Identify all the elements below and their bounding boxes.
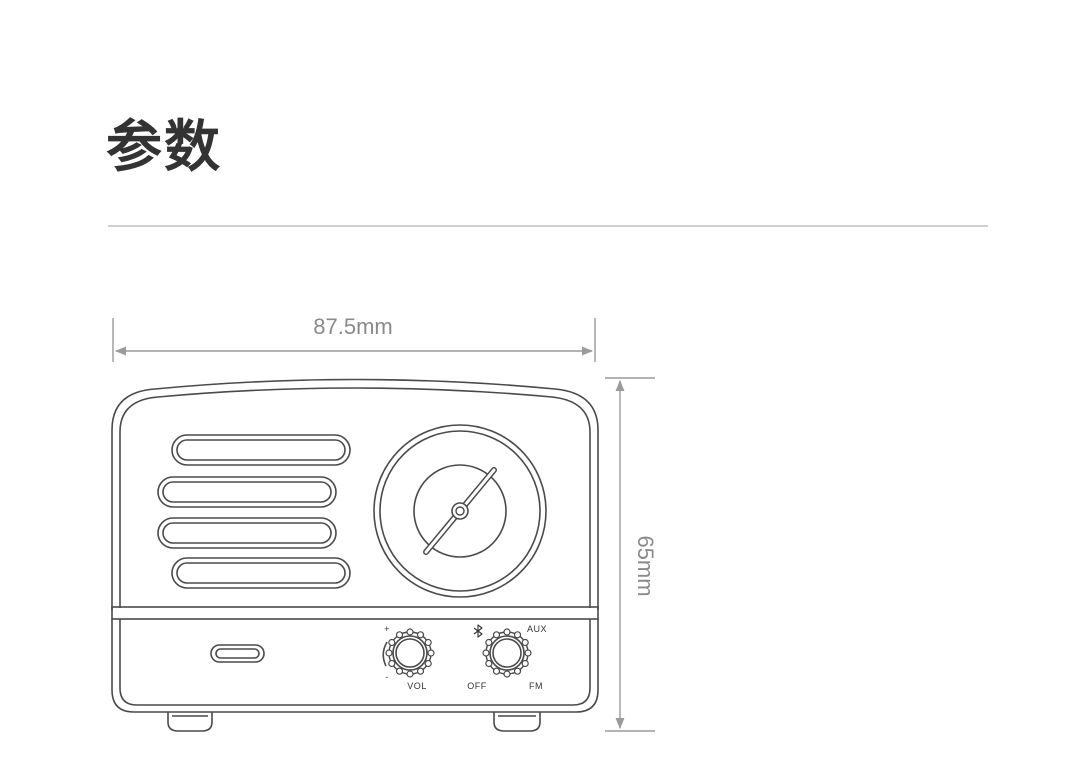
grille-slot-inner [162,481,332,503]
knob-cap [395,638,425,668]
page-title: 参数 [106,115,222,180]
tuning-dial [373,424,547,598]
knob-tooth [492,667,501,675]
knob-tooth [513,631,522,639]
foot-right [493,712,541,732]
knob-tooth [406,628,414,636]
knob-tooth [385,649,393,657]
knob-tooth [503,628,511,636]
knob-gear [482,628,532,678]
dial-center-pin [451,502,469,520]
knob-body [392,635,428,671]
mode-knob: AUX OFF FM [467,624,547,691]
knob-tooth [485,659,493,668]
knob-cap [492,638,522,668]
knob-tooth [416,631,425,639]
grille-slot-inner [162,522,332,544]
width-dimension: 87.5mm [112,314,596,362]
radio-body [111,378,599,713]
volume-plus-label: + [384,624,390,634]
off-label: OFF [467,681,487,691]
height-label: 65mm [633,535,658,596]
usb-port-inner [215,648,260,659]
knob-tooth [492,631,501,639]
radio-feet [167,712,541,732]
dial-outer-ring [373,424,547,598]
knob-tooth [521,659,529,668]
knob-tooth [482,649,490,657]
grille-slot-inner [176,562,346,584]
volume-arc [382,641,388,667]
knob-tooth [395,631,404,639]
radio-lower-shell [111,619,599,713]
volume-minus-label: - [385,672,389,682]
dial-center-pin-inner [455,506,465,516]
usb-port-outer [210,644,265,663]
grille-slot-inner [176,439,346,461]
volume-knob: + - VOL [382,624,435,691]
dial-face [413,464,507,558]
knob-body [489,635,525,671]
knob-tooth [424,638,432,647]
title-divider [108,225,988,227]
bluetooth-icon [473,624,483,638]
radio-trim-band [111,606,599,620]
radio-upper-shell-inner [119,387,591,608]
foot-left [167,712,213,732]
knob-tooth [388,659,396,668]
speaker-grille [157,434,351,589]
aux-label: AUX [527,624,547,634]
grille-slot [157,517,337,549]
knob-gear [385,628,435,678]
knob-tooth [406,670,414,678]
knob-tooth [521,638,529,647]
radio-lower-shell-inner [119,619,591,706]
height-dimension: 65mm [605,377,658,732]
knob-tooth [388,638,396,647]
knob-tooth [395,667,404,675]
grille-slot [157,476,337,508]
width-label: 87.5mm [313,314,392,339]
volume-label: VOL [407,681,427,691]
knob-tooth [503,670,511,678]
knob-tooth [513,667,522,675]
grille-slot [171,557,351,589]
knob-tooth [424,659,432,668]
knob-tooth [416,667,425,675]
usb-c-port [210,644,265,663]
fm-label: FM [529,681,543,691]
dial-outer-ring-inner [379,430,541,592]
knob-tooth [427,649,435,657]
radio-upper-shell [111,378,599,610]
knob-tooth [485,638,493,647]
knob-tooth [524,649,532,657]
grille-slot [171,434,351,466]
